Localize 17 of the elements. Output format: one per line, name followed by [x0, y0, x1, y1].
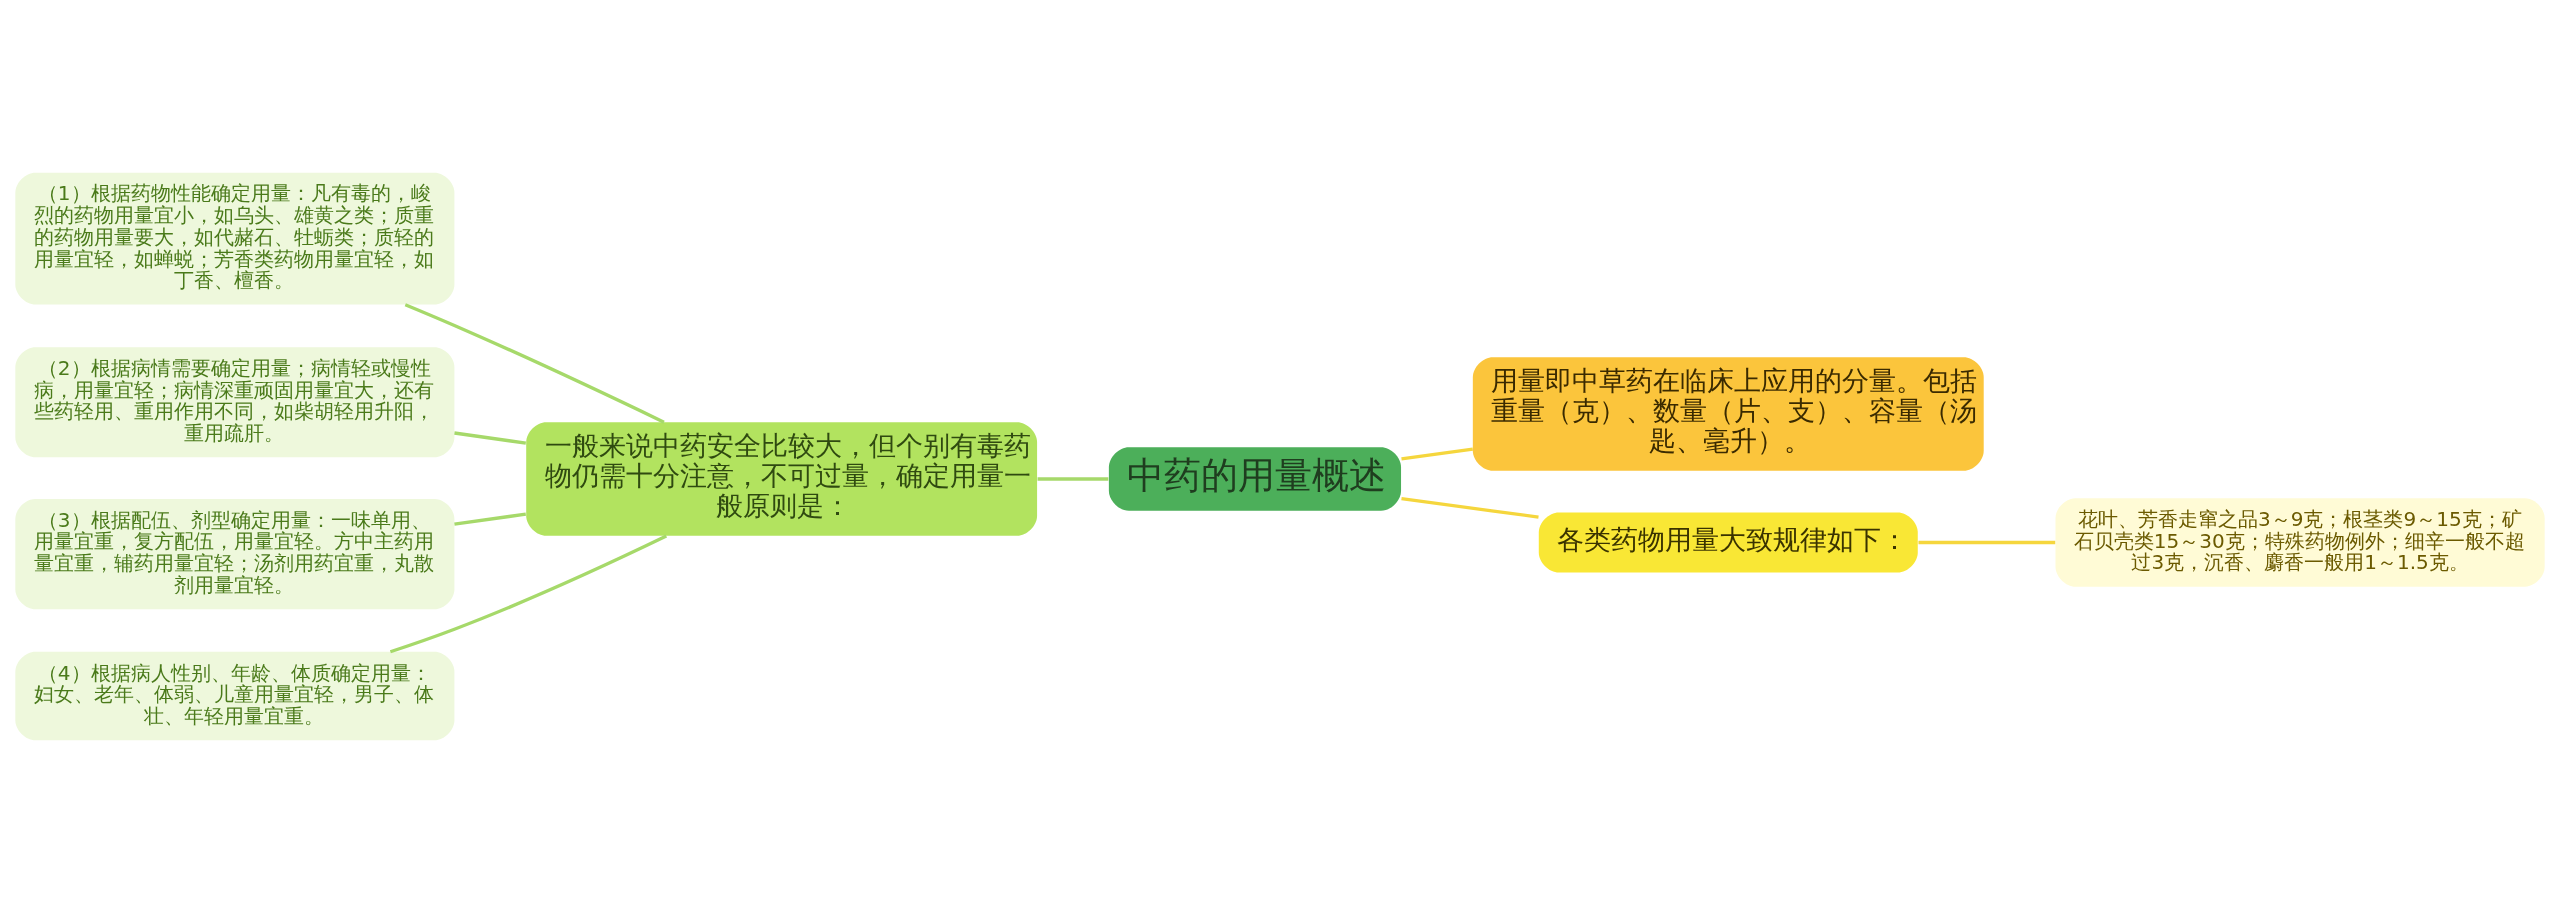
- connector: [1401, 496, 1539, 519]
- node-box: （1）根据药物性能确定用量：凡有毒的，峻烈的药物用量宜小，如乌头、雄黄之类；质重的药物用量要大，如代赭石、牡蛎类；质轻的用量宜轻，如蝉蜕；芳香类药物用量宜轻，如丁香、檀香。: [15, 172, 455, 305]
- connector: [1037, 477, 1109, 481]
- connector: [404, 303, 665, 424]
- node-box: （2）根据病情需要确定用量；病情轻或慢性病，用量宜轻；病情深重顽固用量宜大，还有些药轻用、重用作用不同，如柴胡轻用升阳，重用疏肝。: [15, 347, 455, 458]
- node-box: （4）根据病人性别、年龄、体质确定用量：妇女、老年、体弱、儿童用量宜轻，男子、体壮、年轻用量宜重。: [15, 651, 455, 741]
- node-box: 用量即中草药在临床上应用的分量。包括重量（克）、数量（片、支）、容量（汤匙、毫升）。: [1472, 357, 1984, 471]
- node-box: 中药的用量概述: [1108, 447, 1402, 511]
- node-box: 花叶、芳香走窜之品3～9克；根茎类9～15克；矿石贝壳类15～30克；特殊药物例外；细辛一般不超过3克，沉香、麝香一般用1～1.5克。: [2055, 498, 2545, 587]
- connector: [454, 431, 527, 445]
- node-box: 一般来说中药安全比较大，但个别有毒药物仍需十分注意，不可过量，确定用量一般原则是：: [526, 422, 1038, 536]
- connector: [389, 534, 668, 654]
- connector: [1918, 540, 2056, 545]
- connector: [1401, 447, 1473, 461]
- node-box: 各类药物用量大致规律如下：: [1538, 512, 1918, 573]
- connector: [454, 512, 527, 526]
- node-box: （3）根据配伍、剂型确定用量：一味单用、用量宜重，复方配伍，用量宜轻。方中主药用量宜重，辅药用量宜轻；汤剂用药宜重，丸散剂用量宜轻。: [15, 499, 455, 610]
